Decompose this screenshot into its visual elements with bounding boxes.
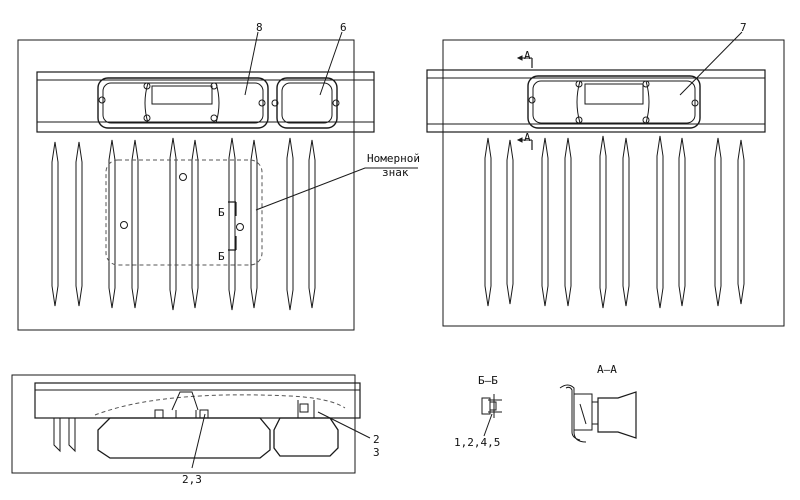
section-title-bb: Б–Б [478, 374, 498, 387]
left-bumper-beam [36, 71, 375, 133]
left-front-view [17, 31, 418, 331]
section-a-top-marker: А [524, 49, 531, 62]
lamp-8-window [151, 85, 213, 105]
lamp-6 [276, 77, 338, 129]
plate-label-line1: Номерной [367, 152, 420, 165]
callout-8: 8 [256, 21, 263, 34]
lamp-7-window [584, 83, 644, 105]
plan-beam [34, 382, 361, 419]
callout-3: 3 [373, 446, 380, 459]
right-bumper-beam [426, 69, 766, 133]
callout-2-3: 2,3 [182, 473, 202, 486]
lamp-7 [527, 75, 701, 129]
plate-label-line2: знак [382, 166, 409, 179]
plate-leader [255, 167, 418, 211]
right-front-view [426, 31, 785, 327]
section-bb-detail [481, 394, 502, 437]
section-title-aa: А–А [597, 363, 617, 376]
plan-lamp-8 [97, 417, 271, 459]
section-b-top-marker: Б [218, 206, 225, 219]
plan-frame [11, 374, 356, 474]
section-a-bottom-marker: А [524, 131, 531, 144]
callout-1-2-4-5: 1,2,4,5 [454, 436, 501, 449]
section-b-bottom-marker: Б [218, 250, 225, 263]
plan-lamp-6 [273, 417, 339, 457]
callout-2: 2 [373, 433, 380, 446]
right-lamp-screws [528, 80, 699, 124]
left-mudflap-outline [17, 39, 355, 331]
callout-7: 7 [740, 21, 747, 34]
callout-6: 6 [340, 21, 347, 34]
right-ribs [484, 135, 745, 309]
left-ribs [51, 137, 316, 311]
license-plate-outline [105, 159, 263, 266]
right-mudflap-outline [442, 39, 785, 327]
plate-fasteners [120, 173, 244, 231]
left-lamp-screws [98, 82, 340, 122]
bottom-plan-view [11, 374, 371, 474]
section-aa-detail [559, 384, 637, 443]
lamp-8 [97, 77, 269, 129]
